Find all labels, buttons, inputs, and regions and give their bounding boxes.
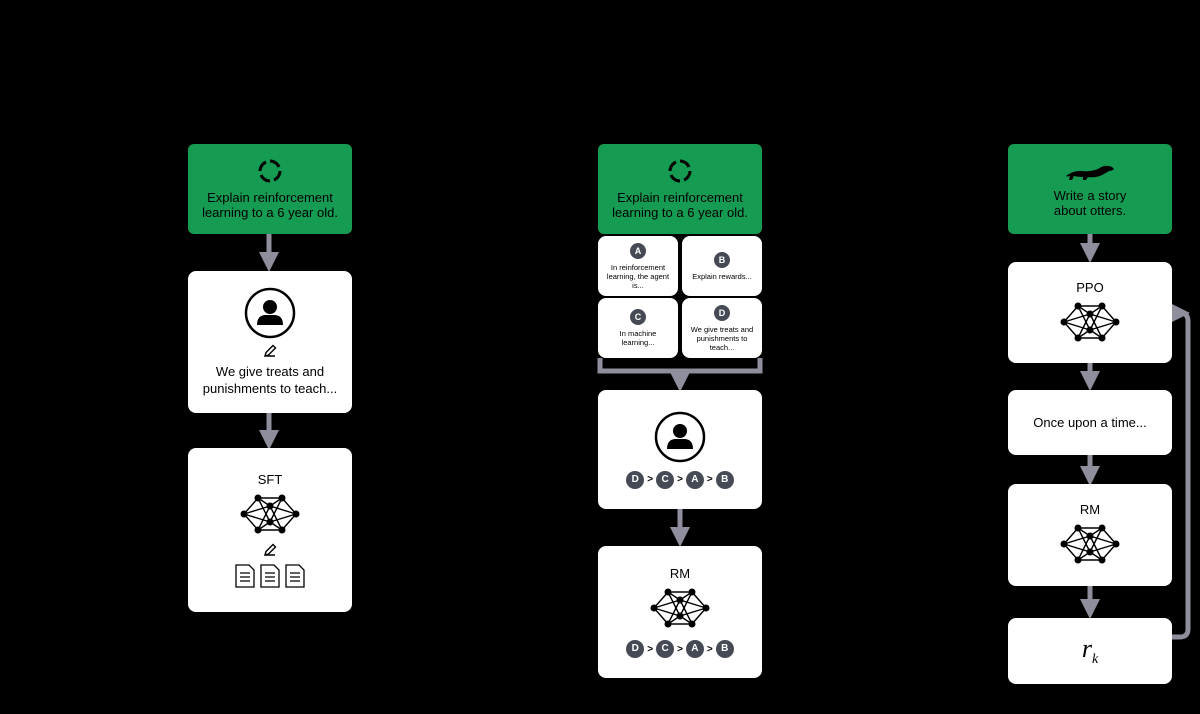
pencil-icon bbox=[263, 344, 277, 358]
otter-icon bbox=[1066, 165, 1114, 180]
step1-sft-box: SFT bbox=[188, 448, 352, 612]
rm-model-label: RM bbox=[1079, 502, 1101, 517]
option-d-box: D We give treats and punishments to teac… bbox=[682, 298, 762, 358]
step3-output-box: Once upon a time... bbox=[1008, 390, 1172, 455]
rank-separator: > bbox=[706, 474, 713, 485]
neural-network-icon bbox=[1060, 302, 1120, 341]
step2-center-dot bbox=[677, 294, 683, 300]
option-a-box: A In reinforcement learning, the agent i… bbox=[598, 236, 678, 296]
neural-network-icon bbox=[650, 588, 710, 628]
rank-badge: A bbox=[685, 470, 704, 489]
rank-separator: > bbox=[677, 643, 683, 655]
option-b-text: Explain rewards... bbox=[692, 271, 752, 281]
labeler-ranking: D > C > A > B bbox=[626, 470, 734, 489]
arrow-step3-reward-feedback bbox=[1170, 303, 1191, 640]
option-c-box: C In machine learning... bbox=[598, 298, 678, 358]
rank-badge: D bbox=[626, 470, 645, 489]
option-c-text: In machine learning... bbox=[619, 329, 657, 347]
option-b-badge: B bbox=[714, 251, 730, 268]
rank-badge: B bbox=[715, 470, 734, 489]
labeler-avatar-icon bbox=[654, 411, 706, 462]
sft-model-label: SFT bbox=[257, 472, 283, 487]
step2-rm-box: RM D > C > A > B bbox=[598, 546, 762, 678]
step2-prompt-box: Explain reinforcement learning to a 6 ye… bbox=[598, 144, 762, 234]
option-c-badge: C bbox=[630, 309, 646, 325]
option-b-box: B Explain rewards... bbox=[682, 236, 762, 296]
rank-separator: > bbox=[647, 643, 654, 655]
document-icon bbox=[235, 564, 255, 588]
reward-symbol: r bbox=[1081, 633, 1092, 663]
rank-badge: A bbox=[685, 640, 704, 658]
rank-badge: B bbox=[715, 640, 734, 658]
rank-separator: > bbox=[706, 643, 713, 655]
rank-separator: > bbox=[647, 474, 654, 485]
neural-network-icon bbox=[1060, 524, 1120, 564]
rank-badge: D bbox=[626, 640, 645, 658]
training-documents bbox=[234, 564, 306, 588]
reward-value: rk bbox=[1082, 634, 1098, 668]
step1-prompt-box: Explain reinforcement learning to a 6 ye… bbox=[188, 144, 352, 234]
neural-network-icon bbox=[240, 494, 300, 534]
reward-subscript: k bbox=[1091, 652, 1099, 668]
step3-prompt-text: Write a story about otters. bbox=[1053, 188, 1127, 218]
step3-prompt-box: Write a story about otters. bbox=[1008, 144, 1172, 234]
refresh-cycle-icon bbox=[258, 159, 282, 183]
step3-rm-box: RM bbox=[1008, 484, 1172, 586]
refresh-cycle-icon bbox=[668, 159, 692, 183]
rm-ranking: D > C > A > B bbox=[626, 640, 734, 658]
pencil-icon bbox=[263, 543, 277, 557]
step3-ppo-box: PPO bbox=[1008, 262, 1172, 363]
option-d-badge: D bbox=[714, 304, 730, 321]
step1-demonstration-box: We give treats and punishments to teach.… bbox=[188, 271, 352, 413]
rank-badge: C bbox=[656, 640, 675, 658]
option-d-text: We give treats and punishments to teach.… bbox=[690, 324, 754, 352]
rm-model-label: RM bbox=[669, 566, 691, 581]
step3-reward-box: rk bbox=[1008, 618, 1172, 684]
step2-prompt-text: Explain reinforcement learning to a 6 ye… bbox=[612, 190, 748, 220]
document-icon bbox=[285, 564, 305, 588]
option-a-badge: A bbox=[630, 242, 646, 259]
ppo-model-label: PPO bbox=[1076, 279, 1104, 295]
option-a-text: In reinforcement learning, the agent is.… bbox=[606, 262, 670, 290]
rank-badge: C bbox=[656, 470, 675, 489]
step1-prompt-text: Explain reinforcement learning to a 6 ye… bbox=[202, 190, 338, 220]
document-icon bbox=[260, 564, 280, 588]
step3-output-text: Once upon a time... bbox=[1033, 415, 1147, 430]
arrow-step2-options-bracket bbox=[597, 358, 763, 374]
step2-labeler-box: D > C > A > B bbox=[598, 390, 762, 509]
labeler-avatar-icon bbox=[244, 287, 296, 339]
step1-demo-text: We give treats and punishments to teach.… bbox=[202, 364, 338, 396]
rank-separator: > bbox=[677, 474, 683, 485]
